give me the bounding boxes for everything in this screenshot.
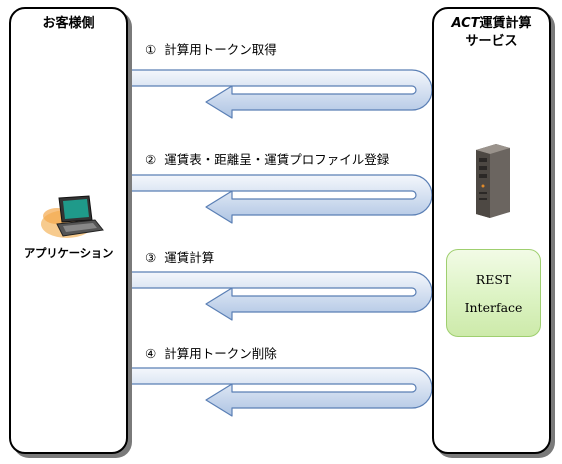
flow-arrow-step-1 bbox=[129, 69, 433, 119]
flow-arrow-step-4 bbox=[129, 367, 433, 417]
step-label-3: ③ 運賃計算 bbox=[145, 250, 214, 266]
application-label: アプリケーション bbox=[23, 246, 114, 260]
step-number-2: ② bbox=[145, 152, 157, 167]
step-text-3: 運賃計算 bbox=[164, 250, 215, 265]
step-label-2: ② 運賃表・距離呈・運賃プロファイル登録 bbox=[145, 152, 389, 168]
step-text-2: 運賃表・距離呈・運賃プロファイル登録 bbox=[164, 152, 390, 167]
step-label-4: ④ 計算用トークン削除 bbox=[145, 346, 277, 362]
step-text-4: 計算用トークン削除 bbox=[164, 346, 277, 361]
interface-label: Interface bbox=[464, 300, 523, 315]
step-label-1: ① 計算用トークン取得 bbox=[145, 42, 277, 58]
service-panel: ACT運賃計算 サービス REST Interface bbox=[432, 7, 551, 454]
flow-arrow-step-2 bbox=[129, 174, 433, 224]
step-number-1: ① bbox=[145, 42, 157, 57]
flow-arrow-step-3 bbox=[129, 271, 433, 321]
service-title-prefix: ACT bbox=[451, 16, 480, 31]
step-number-4: ④ bbox=[145, 346, 157, 361]
rest-label: REST bbox=[475, 272, 512, 287]
laptop-icon bbox=[41, 195, 104, 238]
service-subtitle: サービス bbox=[465, 34, 518, 49]
service-title-suffix: 運賃計算 bbox=[479, 16, 532, 31]
step-number-3: ③ bbox=[145, 250, 157, 265]
client-panel: お客様側 アプリケーション bbox=[9, 7, 128, 454]
service-title: ACT運賃計算 bbox=[434, 16, 549, 32]
step-text-1: 計算用トークン取得 bbox=[164, 42, 277, 57]
rest-interface-box: REST Interface bbox=[446, 249, 541, 337]
server-icon bbox=[476, 144, 510, 218]
client-title: お客様側 bbox=[42, 16, 95, 31]
